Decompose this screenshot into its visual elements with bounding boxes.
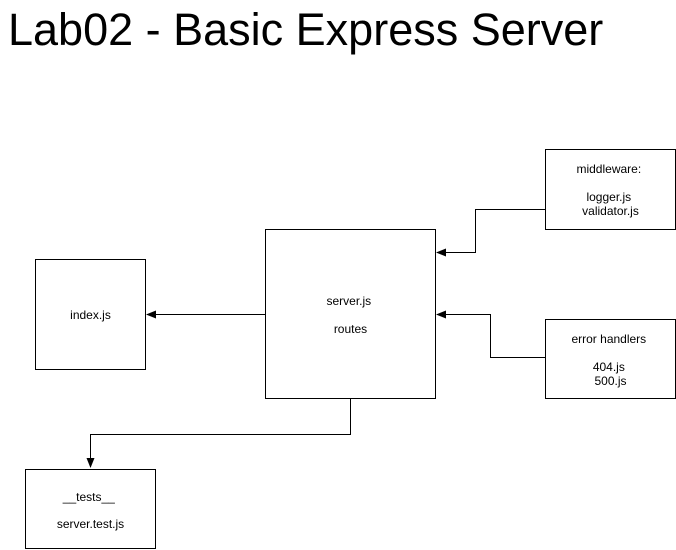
node-index: index.js <box>35 259 146 370</box>
node-middleware-box <box>545 149 676 230</box>
node-server-box <box>265 229 436 399</box>
node-server: server.js routes <box>265 229 436 399</box>
edge-middleware-to-server <box>436 209 546 257</box>
edge-server-to-tests <box>86 398 351 468</box>
node-middleware-label: middleware: logger.js validator.js <box>576 162 644 218</box>
node-middleware: middleware: logger.js validator.js <box>545 149 676 230</box>
node-index-label: index.js <box>70 308 111 322</box>
node-error-handlers-box <box>545 319 676 399</box>
node-error-handlers: error handlers 404.js 500.js <box>545 319 676 399</box>
node-index-box <box>35 259 146 370</box>
node-tests-label: __tests__ server.test.js <box>57 490 124 531</box>
node-error-handlers-label: error handlers 404.js 500.js <box>571 332 649 388</box>
connectors <box>86 209 546 468</box>
node-tests-box <box>25 469 156 549</box>
node-server-label: server.js routes <box>326 294 374 336</box>
edge-error-handlers-to-server <box>436 310 546 358</box>
node-tests: __tests__ server.test.js <box>25 469 156 549</box>
page-title: Lab02 - Basic Express Server <box>8 4 604 55</box>
